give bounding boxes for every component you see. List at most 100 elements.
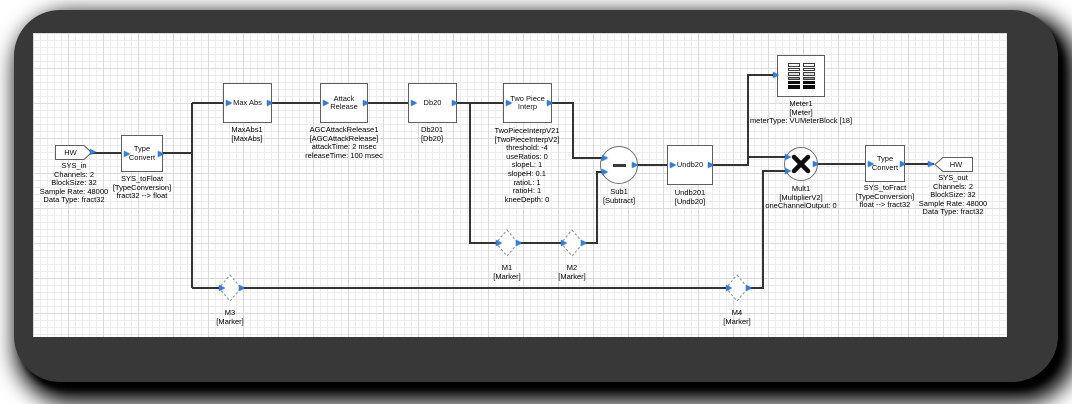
label-line: Db201 [420, 125, 444, 134]
output-pin-icon[interactable] [516, 239, 522, 246]
label-line: [TwoPieceInterpV2] [494, 134, 560, 144]
input-pin-icon[interactable] [602, 169, 608, 175]
output-pin-icon[interactable] [632, 162, 638, 168]
block-labels: M2[Marker] [502, 263, 642, 281]
block-labels: MaxAbs1[MaxAbs] [177, 125, 317, 143]
minus-icon [612, 163, 626, 167]
block-title: HW [949, 160, 963, 169]
label-line: [MultiplierV2] [779, 192, 823, 202]
marker-diamond-icon [495, 229, 519, 257]
label-line: Channels: 2 [932, 181, 974, 191]
input-pin-icon[interactable] [411, 100, 417, 106]
wire[interactable] [583, 171, 602, 244]
block-type-convert-to-fract[interactable]: Type Convert [865, 145, 906, 182]
block-labels: AGCAttackRelease1[AGCAttackRelease]attac… [274, 125, 414, 160]
output-pin-icon[interactable] [452, 100, 458, 106]
output-pin-icon[interactable] [267, 100, 273, 106]
block-labels: M4[Marker] [667, 308, 807, 326]
marker-m1[interactable] [495, 229, 522, 257]
block-subtract[interactable] [600, 146, 638, 184]
label-line: SYS_toFloat [120, 174, 164, 183]
label-line: [TypeConversion] [855, 191, 915, 201]
marker-diamond-icon [725, 274, 749, 302]
label-line: [MaxAbs] [231, 133, 263, 143]
input-pin-icon[interactable] [323, 100, 329, 106]
block-meter[interactable] [773, 55, 825, 97]
vu-meter-icon [787, 63, 815, 89]
label-line: Data Type: fract32 [922, 207, 984, 217]
label-line: BlockSize: 32 [51, 178, 97, 188]
input-pin-icon[interactable] [561, 239, 567, 246]
label-line: [Marker] [493, 271, 521, 281]
block-attack-release[interactable]: Attack Release [320, 83, 369, 123]
block-sys-out[interactable]: HW [928, 157, 973, 172]
label-line: meterType: VUMeterBlock [18] [749, 116, 853, 126]
input-pin-icon[interactable] [726, 284, 732, 291]
label-line: MaxAbs1 [231, 125, 263, 134]
block-two-piece-interp[interactable]: Two Piece Interp [503, 83, 553, 123]
output-pin-icon[interactable] [900, 161, 906, 167]
block-labels: Meter1[Meter]meterType: VUMeterBlock [18… [731, 99, 871, 126]
block-labels: Sub1[Subtract] [549, 187, 689, 205]
block-labels: SYS_toFract[TypeConversion]float --> fra… [815, 183, 955, 210]
block-labels: TwoPieceInterpV21[TwoPieceInterpV2]thres… [457, 126, 597, 204]
label-line: BlockSize: 32 [930, 190, 976, 200]
output-pin-icon[interactable] [239, 284, 245, 291]
multiply-icon [791, 154, 811, 174]
wire[interactable] [551, 102, 602, 159]
wires-layer [92, 74, 934, 289]
block-labels: Db201[Db20] [362, 125, 502, 143]
label-line: slopeH: 0.1 [508, 168, 546, 178]
input-pin-icon[interactable] [785, 168, 791, 174]
input-pin-icon[interactable] [602, 155, 608, 161]
label-line: Mult1 [791, 184, 811, 193]
output-pin-icon[interactable] [90, 149, 96, 155]
label-line: AGCAttackRelease1 [309, 125, 379, 134]
label-line: [AGCAttackRelease] [309, 133, 379, 143]
label-line: Meter1 [789, 99, 813, 108]
label-line: [Subtract] [602, 195, 636, 205]
input-pin-icon[interactable] [928, 161, 934, 167]
label-line: [Db20] [420, 133, 444, 143]
block-labels: SYS_toFloat[TypeConversion]fract32 --> f… [72, 174, 212, 201]
block-undb20[interactable]: Undb20 [667, 145, 714, 185]
output-pin-icon[interactable] [746, 284, 752, 291]
input-pin-icon[interactable] [124, 151, 130, 157]
label-line: [Marker] [723, 316, 751, 326]
input-pin-icon[interactable] [219, 284, 225, 291]
output-pin-icon[interactable] [363, 100, 369, 106]
block-labels: Mult1[MultiplierV2]oneChannelOutput: 0 [731, 184, 871, 211]
marker-m2[interactable] [560, 229, 587, 257]
input-pin-icon[interactable] [496, 239, 502, 246]
wire[interactable] [748, 170, 785, 289]
block-labels: M1[Marker] [437, 263, 577, 281]
block-db20[interactable]: Db20 [408, 83, 458, 123]
wire[interactable] [469, 103, 497, 244]
marker-m3[interactable] [218, 274, 245, 302]
output-pin-icon[interactable] [547, 100, 553, 106]
marker-diamond-icon [560, 229, 584, 257]
output-pin-icon[interactable] [581, 239, 587, 246]
label-line: oneChannelOutput: 0 [765, 201, 837, 211]
input-pin-icon[interactable] [226, 100, 232, 106]
input-pin-icon[interactable] [785, 154, 791, 160]
marker-diamond-icon [218, 274, 242, 302]
marker-m4[interactable] [725, 274, 752, 302]
wire[interactable] [712, 156, 785, 166]
input-pin-icon[interactable] [773, 72, 779, 78]
input-pin-icon[interactable] [868, 161, 874, 167]
block-multiplier[interactable] [784, 147, 819, 181]
block-type-convert-to-float[interactable]: Type Convert [121, 135, 164, 172]
output-pin-icon[interactable] [813, 161, 819, 167]
input-pin-icon[interactable] [506, 100, 512, 106]
wire[interactable] [747, 74, 779, 157]
block-max-abs[interactable]: Max Abs [223, 83, 273, 123]
label-line: TwoPieceInterpV21 [494, 126, 560, 135]
output-pin-icon[interactable] [158, 151, 164, 157]
input-pin-icon[interactable] [670, 162, 676, 168]
block-sys-in[interactable]: HW [55, 145, 96, 160]
output-pin-icon[interactable] [708, 162, 714, 168]
